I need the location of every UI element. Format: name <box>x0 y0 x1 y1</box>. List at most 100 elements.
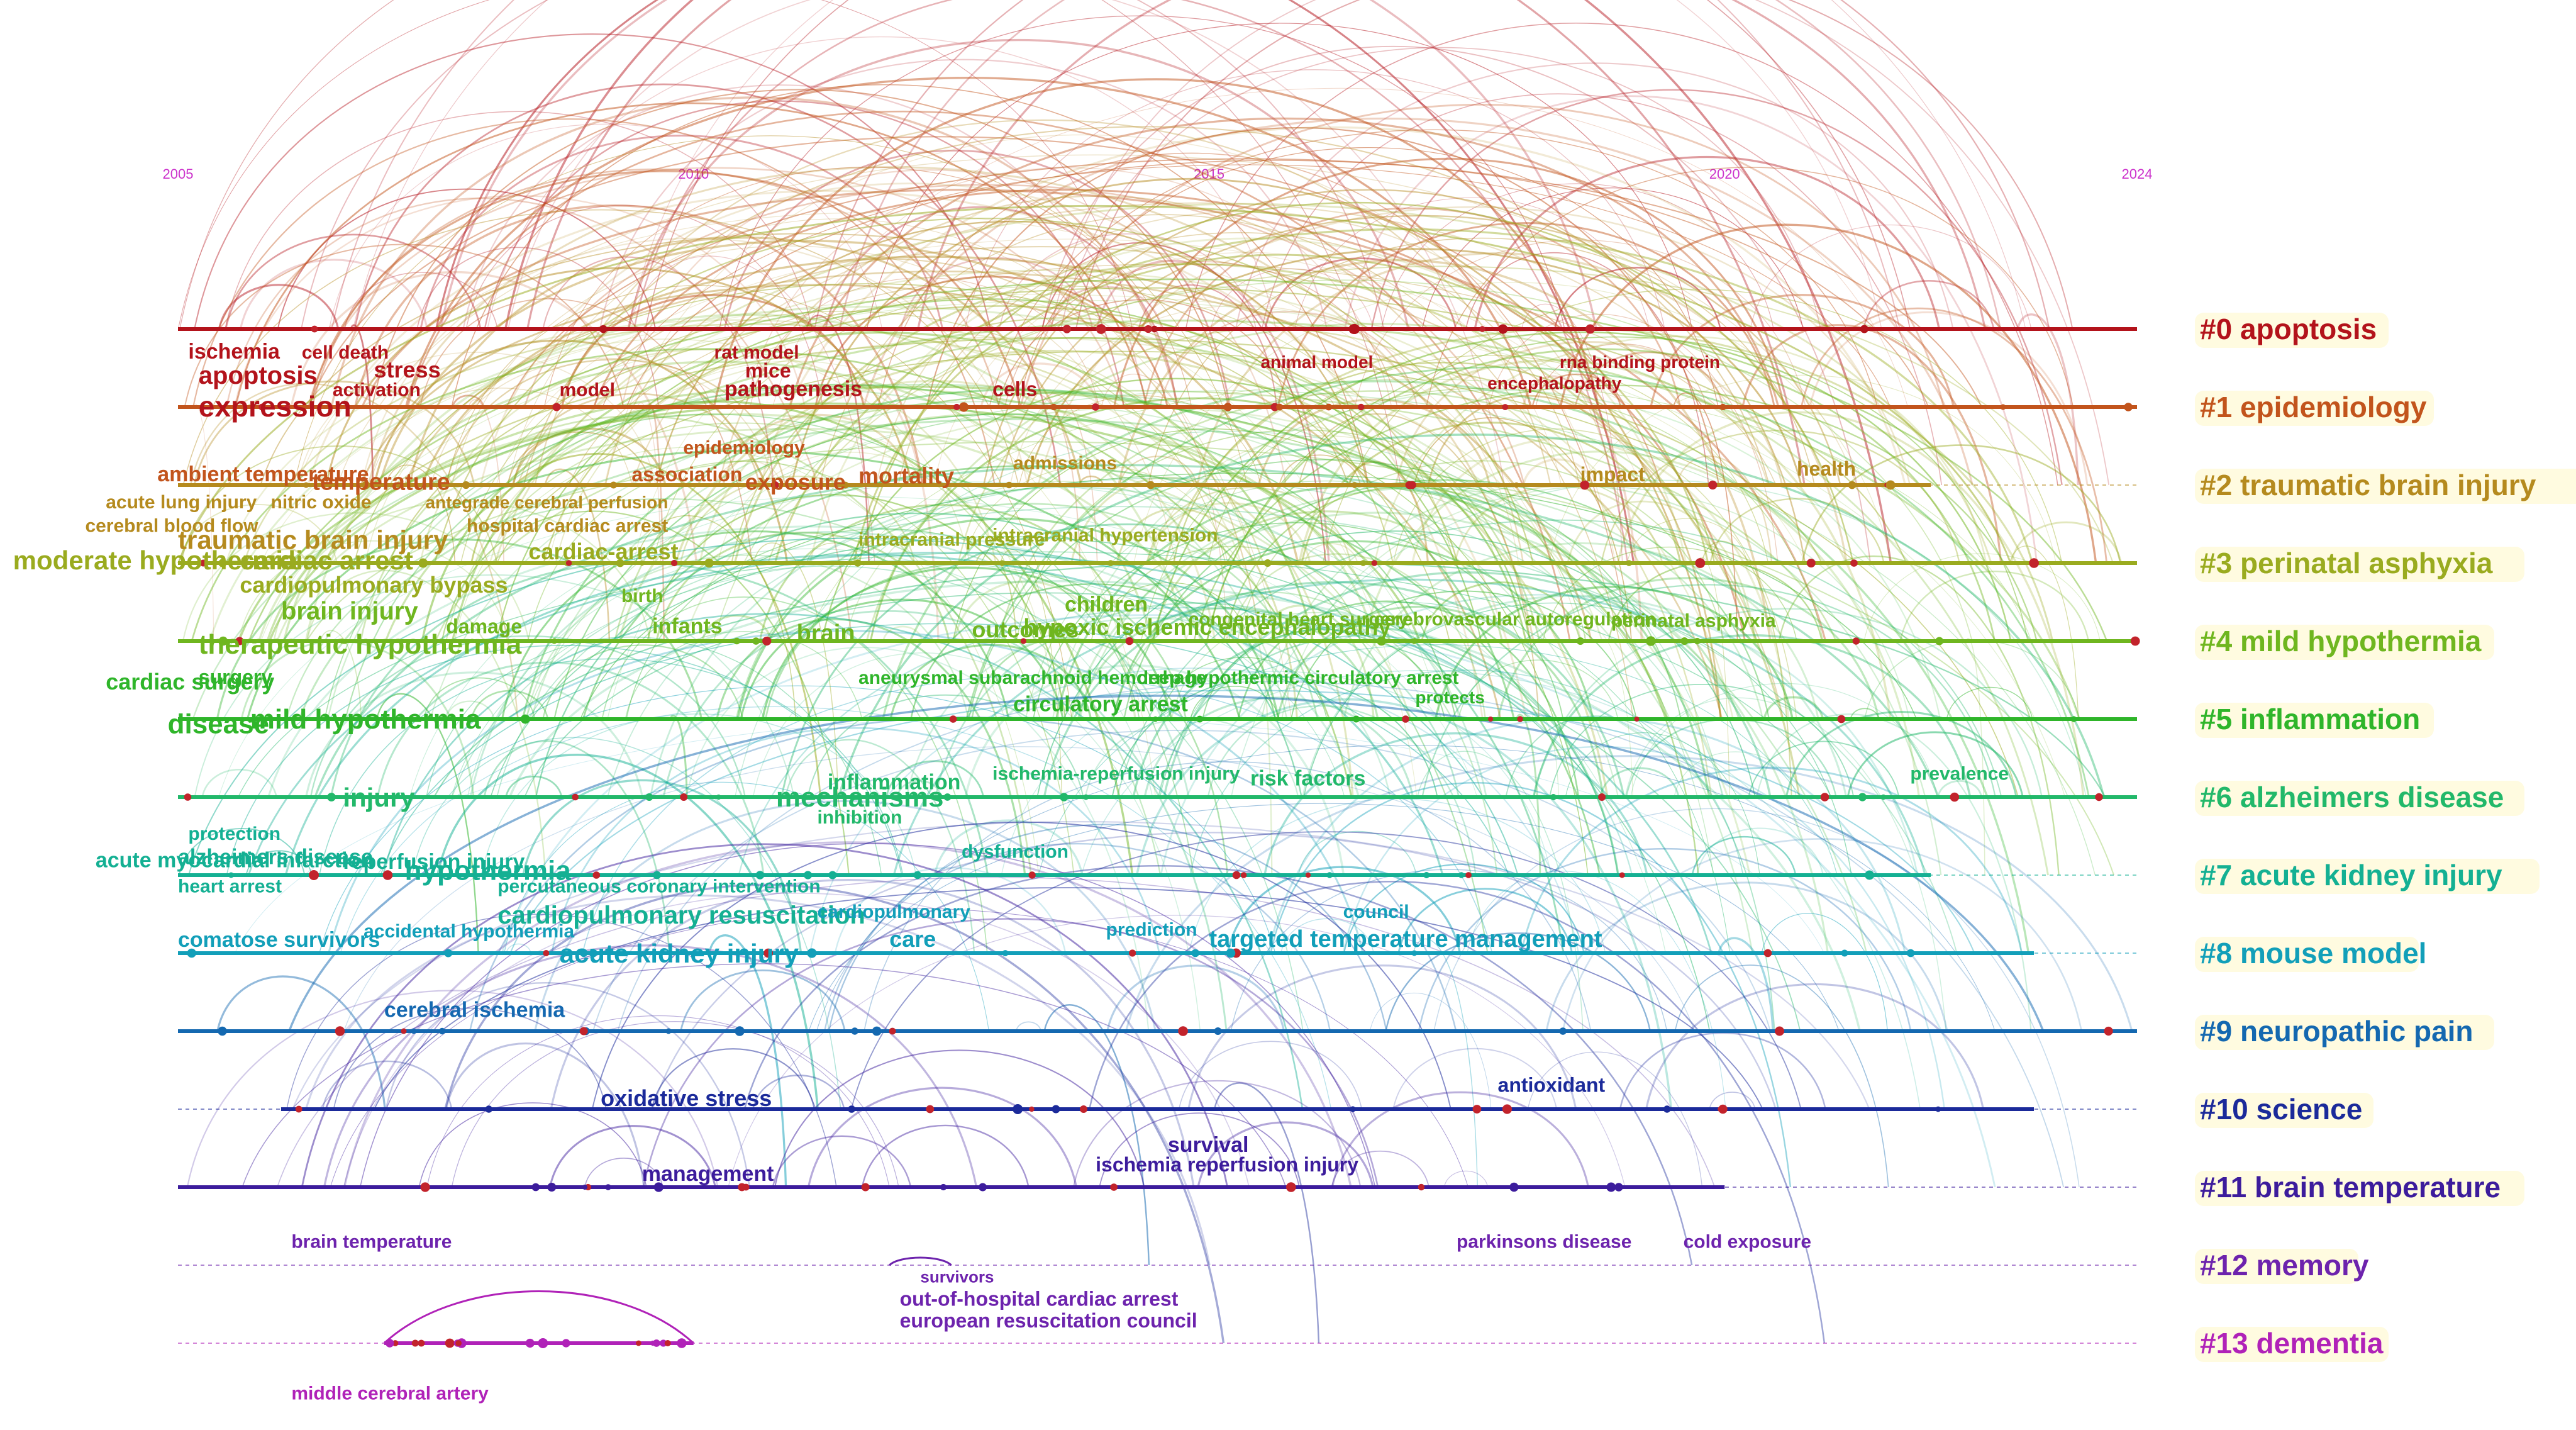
keyword-node[interactable] <box>1848 481 1857 489</box>
keyword-label[interactable]: acute myocardial infarction <box>96 849 374 873</box>
cluster-label[interactable]: #5 inflammation <box>2200 703 2420 735</box>
keyword-node[interactable] <box>284 404 291 410</box>
keyword-node[interactable] <box>1152 716 1158 722</box>
keyword-node[interactable] <box>485 1105 492 1113</box>
keyword-node[interactable] <box>2095 793 2103 802</box>
cluster-label[interactable]: #7 acute kidney injury <box>2200 859 2502 891</box>
keyword-label[interactable]: heart arrest <box>178 876 282 897</box>
keyword-label[interactable]: mice <box>745 359 791 382</box>
keyword-label[interactable]: protects <box>1415 688 1484 707</box>
keyword-node[interactable] <box>1513 482 1519 488</box>
keyword-label[interactable]: survival <box>1168 1133 1249 1157</box>
keyword-node[interactable] <box>1487 716 1494 722</box>
keyword-label[interactable]: injury <box>343 783 415 812</box>
keyword-node[interactable] <box>1377 636 1386 646</box>
keyword-label[interactable]: activation <box>333 380 421 401</box>
keyword-label[interactable]: mild hypothermia <box>250 704 481 735</box>
keyword-node[interactable] <box>664 1340 671 1346</box>
keyword-node[interactable] <box>580 949 588 958</box>
keyword-node[interactable] <box>1718 1106 1724 1112</box>
keyword-node[interactable] <box>1580 480 1590 490</box>
keyword-label[interactable]: alzheimers disease <box>178 846 373 869</box>
keyword-node[interactable] <box>872 1026 882 1036</box>
keyword-node[interactable] <box>444 949 453 958</box>
keyword-node[interactable] <box>335 1026 345 1036</box>
keyword-label[interactable]: mechanisms <box>776 782 944 813</box>
keyword-label[interactable]: cell death <box>302 342 389 363</box>
keyword-label[interactable]: middle cerebral artery <box>291 1383 489 1404</box>
keyword-label[interactable]: apoptosis <box>199 362 318 389</box>
keyword-node[interactable] <box>1935 637 1944 645</box>
keyword-label[interactable]: cardiopulmonary resuscitation <box>497 902 865 929</box>
keyword-node[interactable] <box>953 403 960 411</box>
keyword-node[interactable] <box>770 481 779 489</box>
keyword-node[interactable] <box>562 1339 570 1348</box>
keyword-node[interactable] <box>1517 716 1523 722</box>
keyword-node[interactable] <box>1353 715 1360 723</box>
keyword-node[interactable] <box>1775 1026 1785 1036</box>
keyword-label[interactable]: brain temperature <box>291 1232 452 1253</box>
keyword-label[interactable]: prevalence <box>1910 764 2009 785</box>
keyword-label[interactable]: ischemia <box>188 340 280 364</box>
keyword-label[interactable]: deep hypothermic circulatory arrest <box>1137 668 1459 688</box>
keyword-label[interactable]: risk factors <box>1250 766 1365 790</box>
keyword-node[interactable] <box>418 558 428 568</box>
keyword-node[interactable] <box>382 870 393 880</box>
keyword-node[interactable] <box>854 559 862 567</box>
keyword-label[interactable]: infants <box>652 615 722 639</box>
keyword-node[interactable] <box>1598 793 1606 801</box>
keyword-label[interactable]: out-of-hospital cardiac arrest <box>900 1287 1179 1310</box>
keyword-node[interactable] <box>1841 949 1848 957</box>
keyword-node[interactable] <box>1458 872 1465 878</box>
keyword-node[interactable] <box>958 402 969 412</box>
keyword-node[interactable] <box>385 1339 394 1348</box>
keyword-node[interactable] <box>1305 872 1311 878</box>
keyword-node[interactable] <box>1509 1182 1519 1192</box>
keyword-node[interactable] <box>311 325 318 333</box>
keyword-label[interactable]: cerebral blood flow <box>85 515 258 536</box>
keyword-node[interactable] <box>1092 403 1099 411</box>
keyword-label[interactable]: inhibition <box>817 807 902 828</box>
keyword-node[interactable] <box>228 872 234 878</box>
keyword-node[interactable] <box>1806 559 1816 567</box>
keyword-node[interactable] <box>465 716 472 722</box>
keyword-label[interactable]: pathogenesis <box>724 377 862 401</box>
keyword-node[interactable] <box>303 482 309 488</box>
keyword-label[interactable]: cardiac arrest <box>240 545 413 575</box>
keyword-node[interactable] <box>235 637 244 645</box>
keyword-label[interactable]: health <box>1797 457 1856 480</box>
cluster-label[interactable]: #8 mouse model <box>2200 937 2426 969</box>
keyword-label[interactable]: hospital cardiac arrest <box>467 515 668 536</box>
keyword-node[interactable] <box>670 559 678 567</box>
keyword-node[interactable] <box>605 1184 611 1190</box>
keyword-node[interactable] <box>2130 636 2140 646</box>
keyword-node[interactable] <box>1614 1183 1623 1192</box>
keyword-label[interactable]: animal model <box>1260 352 1373 372</box>
keyword-label[interactable]: admissions <box>1013 453 1117 474</box>
cluster-label[interactable]: #0 apoptosis <box>2200 313 2377 345</box>
keyword-node[interactable] <box>1411 950 1418 956</box>
keyword-node[interactable] <box>1276 403 1284 411</box>
keyword-node[interactable] <box>462 481 470 489</box>
keyword-node[interactable] <box>1060 793 1069 802</box>
keyword-node[interactable] <box>218 636 228 646</box>
keyword-node[interactable] <box>1358 403 1365 411</box>
keyword-node[interactable] <box>1885 480 1896 490</box>
keyword-node[interactable] <box>665 1028 672 1034</box>
keyword-node[interactable] <box>677 1338 687 1348</box>
keyword-node[interactable] <box>1559 1027 1567 1035</box>
keyword-node[interactable] <box>418 1339 425 1347</box>
keyword-node[interactable] <box>540 1339 547 1347</box>
keyword-label[interactable]: congenital heart surgery <box>1189 609 1409 630</box>
keyword-node[interactable] <box>639 560 645 566</box>
keyword-node[interactable] <box>1626 560 1632 566</box>
keyword-node[interactable] <box>851 1027 858 1035</box>
cluster-label[interactable]: #13 dementia <box>2200 1327 2384 1360</box>
keyword-node[interactable] <box>401 1028 407 1034</box>
keyword-node[interactable] <box>543 950 550 956</box>
keyword-node[interactable] <box>755 871 765 880</box>
keyword-node[interactable] <box>716 794 721 800</box>
keyword-label[interactable]: aneurysmal subarachnoid hemorrhage <box>858 668 1207 688</box>
keyword-node[interactable] <box>1694 637 1701 645</box>
keyword-node[interactable] <box>1196 715 1204 723</box>
